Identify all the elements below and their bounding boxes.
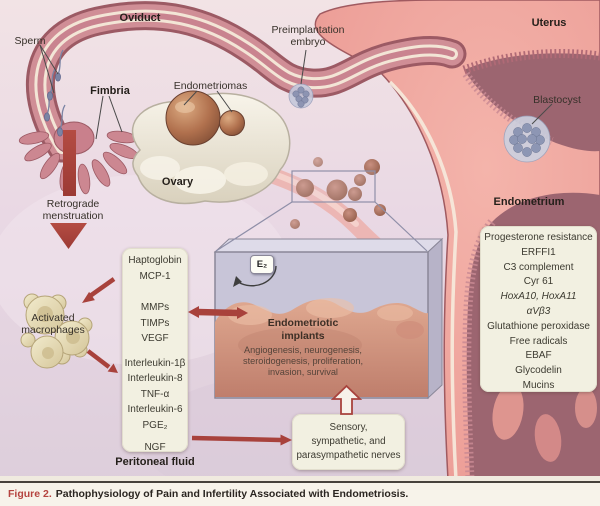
peritoneal-fluid-item: TIMPs xyxy=(140,317,170,329)
e2-estradiol-badge: E₂ xyxy=(250,255,274,274)
peritoneal-fluid-item: Haptoglobin xyxy=(128,255,182,266)
endometrium-item: HoxA10, HoxA11 xyxy=(500,291,577,303)
nerves-box: Sensory, sympathetic, and parasympatheti… xyxy=(292,414,405,470)
label-line: macrophages xyxy=(21,324,85,337)
endometrium-label: Endometrium xyxy=(493,196,565,208)
endometrioma-small xyxy=(219,110,245,136)
label-line: Retrograde xyxy=(46,198,100,210)
zoom-source-rectangle xyxy=(215,170,428,252)
figure-caption: Figure 2.Pathophysiology of Pain and Inf… xyxy=(0,481,600,506)
preimplantation-embryo-label: Preimplantation embryo xyxy=(262,24,354,49)
figure-number: Figure 2. xyxy=(8,488,52,500)
figure-caption-text: Pathophysiology of Pain and Infertility … xyxy=(55,488,409,500)
peritoneal-fluid-item: VEGF xyxy=(141,333,169,344)
peritoneal-fluid-item: MMPs xyxy=(140,302,170,313)
peritoneal-implant-nodules xyxy=(290,157,386,229)
endometrium-item: αVβ3 xyxy=(526,305,551,317)
label-line: menstruation xyxy=(42,210,104,223)
arrow-ngf-to-nerves xyxy=(191,435,282,443)
blastocyst-illustration xyxy=(503,115,551,163)
arrow-macrophages-to-fluid xyxy=(86,349,111,369)
peritoneal-fluid-box: Haptoglobin MCP-1 MMPs TIMPs VEGF Interl… xyxy=(122,248,188,453)
preimplantation-embryo-illustration xyxy=(288,83,314,109)
endometriomas-label: Endometriomas xyxy=(173,80,248,92)
peritoneal-fluid-item: Interleukin-6 xyxy=(127,404,183,415)
peritoneal-fluid-item: PGE₂ xyxy=(142,419,168,431)
uterus-label: Uterus xyxy=(531,17,567,29)
endometrium-fringe xyxy=(462,71,554,145)
ovary-label: Ovary xyxy=(161,176,194,188)
fimbria-illustration xyxy=(18,121,139,195)
fimbria-label: Fimbria xyxy=(90,85,130,97)
sperm-cells xyxy=(44,49,66,137)
endometriotic-implants-title: Endometriotic implants xyxy=(267,317,339,342)
arrow-nerves-to-implants xyxy=(330,384,363,415)
peritoneal-fluid-item: MCP-1 xyxy=(139,270,171,282)
activated-macrophages-label: Activated macrophages xyxy=(13,312,93,337)
peritoneal-fluid-item: NGF xyxy=(144,442,166,453)
nerves-box-line: sympathetic, and xyxy=(311,436,386,447)
label-line: Activated xyxy=(31,312,75,324)
sperm-label: Sperm xyxy=(14,35,46,47)
endometrium-item: Glutathione peroxidase xyxy=(487,320,590,332)
label-line: Preimplantation xyxy=(271,24,345,36)
nerves-box-line: parasympathetic nerves xyxy=(296,450,401,461)
endometriotic-implants-processes: Angiogenesis, neurogenesis, steroidogene… xyxy=(242,345,364,377)
retrograde-menstruation-arrow xyxy=(50,130,87,249)
endometrium-item: Cyr 61 xyxy=(523,276,554,288)
nerves-box-line: Sensory, xyxy=(329,422,368,433)
peritoneal-fluid-item: Interleukin-8 xyxy=(127,373,183,384)
peritoneal-fluid-label: Peritoneal fluid xyxy=(115,456,195,468)
endometrium-item: ERFFI1 xyxy=(521,246,556,258)
blastocyst-label: Blastocyst xyxy=(533,94,581,106)
endometrium-item: C3 complement xyxy=(503,261,574,273)
label-line: embryo xyxy=(290,36,326,49)
retrograde-menstruation-label: Retrograde menstruation xyxy=(36,198,110,223)
endometrium-item: EBAF xyxy=(525,350,552,362)
ovarian-ligament xyxy=(254,164,396,262)
arrow-fluid-to-macrophages xyxy=(88,277,116,298)
arrow-double-fluid-implants xyxy=(196,308,240,317)
peritoneal-fluid-item: TNF-α xyxy=(140,388,170,400)
endometrium-item: Free radicals xyxy=(509,335,568,347)
endometrioma-large xyxy=(165,90,221,146)
endometrium-item: Glycodelin xyxy=(515,365,562,377)
endometrium-fringe xyxy=(462,49,600,75)
endometrium-factors-box: Progesterone resistance ERFFI1 C3 comple… xyxy=(480,226,597,392)
endometrium-item: Mucins xyxy=(522,379,555,391)
oviduct-label: Oviduct xyxy=(119,12,161,24)
peritoneal-fluid-item: Interleukin-1β xyxy=(124,357,186,369)
endometrium-item: Progesterone resistance xyxy=(484,232,593,243)
